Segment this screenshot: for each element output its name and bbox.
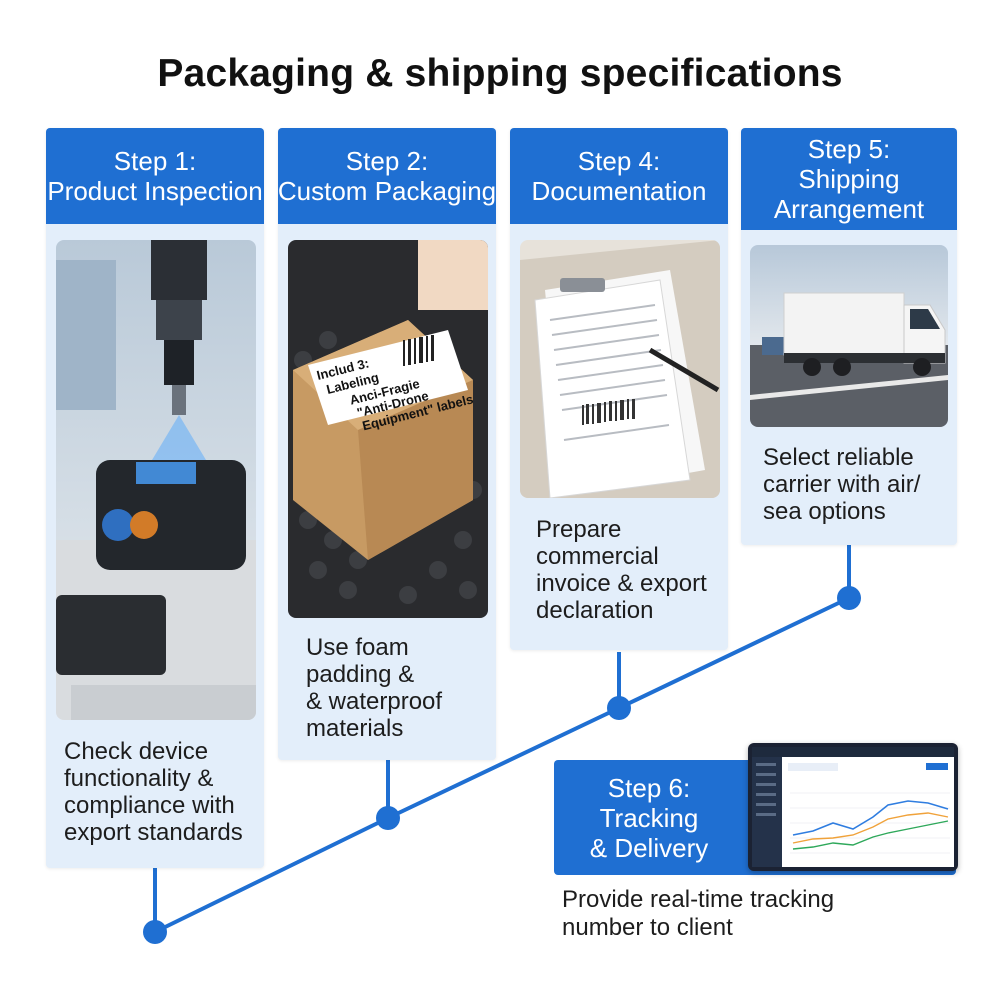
step-2-desc-line: materials bbox=[306, 715, 404, 742]
truck-photo bbox=[750, 245, 948, 427]
step-2-desc-line: padding & bbox=[306, 661, 415, 688]
step-6-number: Step 6: bbox=[607, 772, 691, 803]
step-1-number: Step 1: bbox=[113, 146, 197, 176]
step-4-desc-line: Prepare bbox=[536, 516, 622, 543]
tracking-dashboard-screen bbox=[748, 743, 958, 871]
step-5-header: Step 5: Shipping Arrangement bbox=[741, 128, 957, 230]
step-4-desc-line: invoice & export bbox=[536, 570, 707, 597]
step-6-description: Provide real-time tracking number to cli… bbox=[562, 886, 962, 942]
step-5-desc-line: Select reliable bbox=[763, 444, 914, 471]
step-4-card: Step 4: Documentation bbox=[510, 128, 728, 650]
step-4-title: Documentation bbox=[531, 176, 707, 206]
step-2-desc-line: & waterproof bbox=[306, 688, 443, 715]
step-6-desc-line: Provide real-time tracking bbox=[562, 886, 835, 913]
step-4-header: Step 4: Documentation bbox=[510, 128, 728, 224]
step-4-desc-line: declaration bbox=[536, 597, 654, 624]
documents-photo bbox=[520, 240, 720, 498]
step-5-card: Step 5: Shipping Arrangement Select reli… bbox=[741, 128, 957, 545]
step-4-desc-line: commercial bbox=[536, 543, 659, 570]
step-1-desc-line: Check device bbox=[64, 738, 209, 765]
step-5-desc-line: carrier with air/ bbox=[763, 471, 921, 498]
step-5-desc-line: sea options bbox=[763, 498, 886, 525]
step-1-card: Step 1: Product Inspection Ch bbox=[46, 128, 264, 868]
step-2-card: Step 2: Custom Packaging Includ 3: bbox=[278, 128, 496, 760]
step-6-title-line1: Tracking bbox=[599, 802, 699, 833]
step-1-desc-line: functionality & bbox=[64, 765, 214, 792]
step-6-header: Step 6: Tracking & Delivery bbox=[554, 760, 744, 875]
page-title: Packaging & shipping specifications bbox=[157, 52, 843, 95]
step-4-description: Prepare commercial invoice & export decl… bbox=[536, 516, 726, 624]
step-1-desc-line: export standards bbox=[64, 819, 243, 846]
step-6-title-line2: & Delivery bbox=[589, 832, 709, 863]
timeline-node-4 bbox=[837, 586, 861, 610]
timeline-node-1 bbox=[143, 920, 167, 944]
step-1-title: Product Inspection bbox=[47, 176, 263, 206]
box-labeling-photo: Includ 3: Labeling Anci-Fragie "Anti-Dro… bbox=[288, 240, 488, 618]
step-5-title-line2: Arrangement bbox=[773, 194, 925, 224]
step-2-desc-line: Use foam bbox=[306, 634, 409, 661]
step-5-title-line1: Shipping bbox=[798, 164, 900, 194]
step-5-number: Step 5: bbox=[807, 134, 891, 164]
timeline-node-3 bbox=[607, 696, 631, 720]
timeline-node-2 bbox=[376, 806, 400, 830]
step-2-description: Use foam padding & & waterproof material… bbox=[306, 634, 496, 742]
step-5-description: Select reliable carrier with air/ sea op… bbox=[763, 444, 957, 525]
step-2-header: Step 2: Custom Packaging bbox=[278, 128, 496, 224]
step-1-description: Check device functionality & compliance … bbox=[64, 738, 264, 846]
step-1-header: Step 1: Product Inspection bbox=[46, 128, 264, 224]
step-1-desc-line: compliance with bbox=[64, 792, 235, 819]
step-2-title: Custom Packaging bbox=[278, 176, 496, 206]
step-4-number: Step 4: bbox=[577, 146, 661, 176]
inspection-camera-photo bbox=[56, 240, 256, 720]
step-6-desc-line: number to client bbox=[562, 914, 733, 941]
step-2-number: Step 2: bbox=[345, 146, 429, 176]
